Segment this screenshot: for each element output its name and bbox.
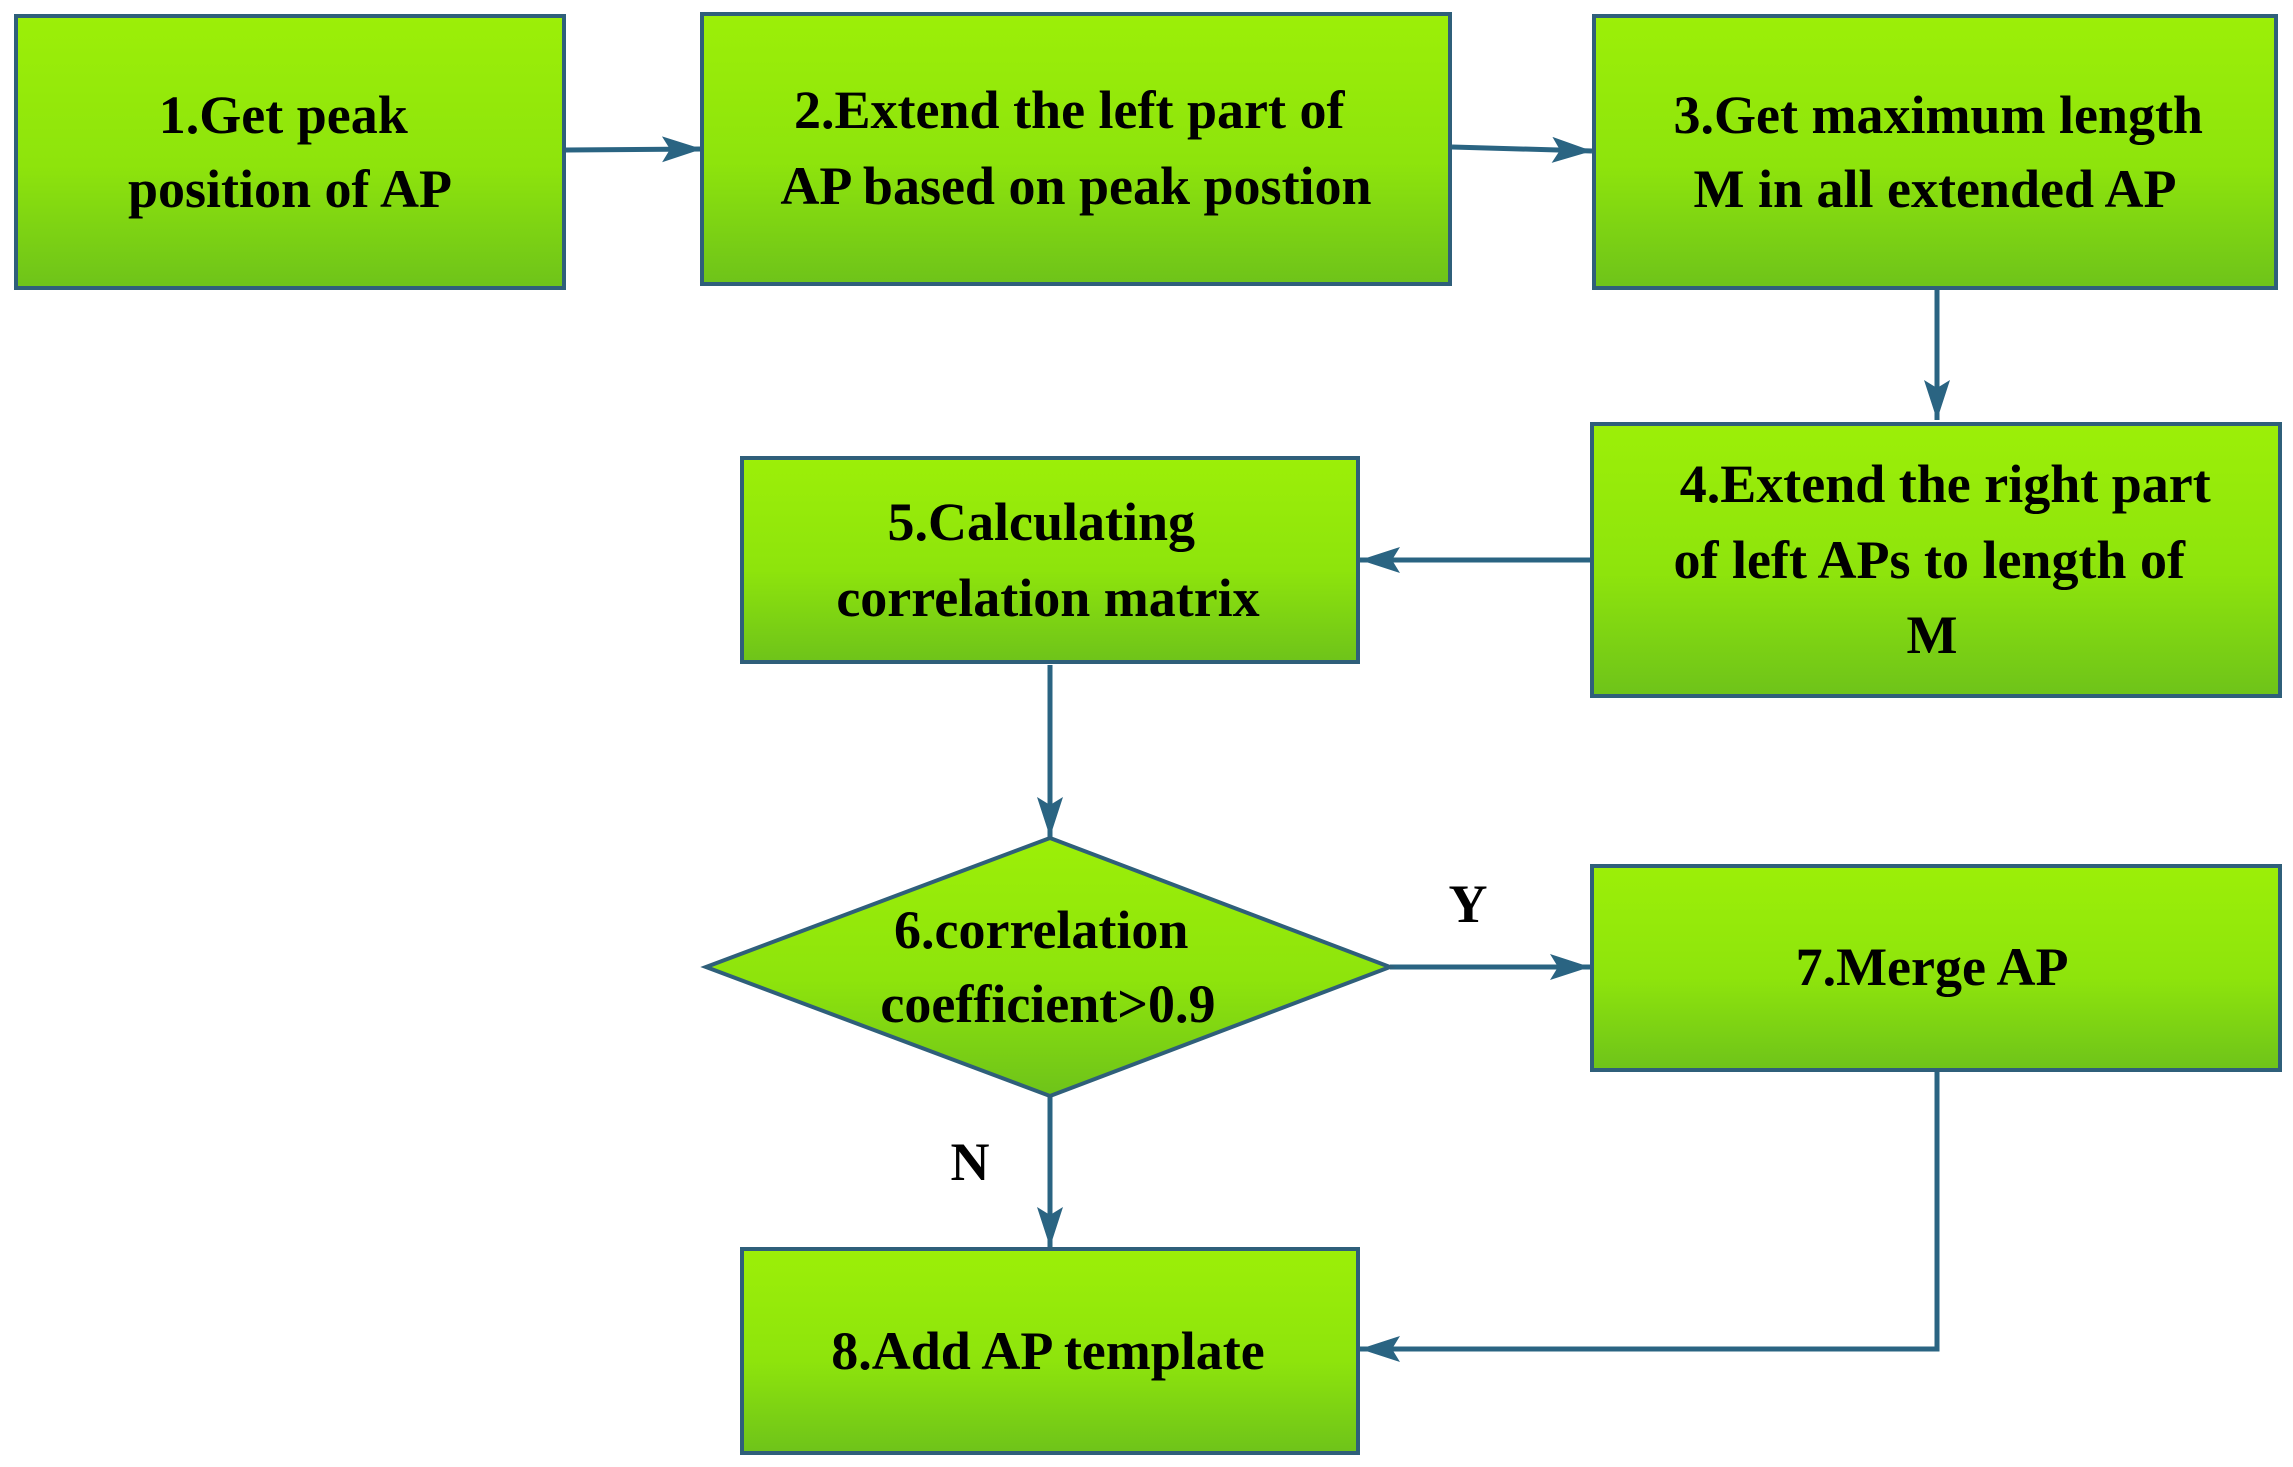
step-7-box: 7.Merge AP bbox=[1590, 864, 2282, 1072]
step-4-line-3: M bbox=[1907, 605, 1958, 665]
step-3-box: 3.Get maximum length M in all extended A… bbox=[1592, 14, 2278, 290]
step-3-line-1: 3.Get maximum length bbox=[1674, 85, 2203, 145]
step-8-box: 8.Add AP template bbox=[740, 1247, 1360, 1455]
svg-text:3.Get maximum length M i: 3.Get maximum length M in all extended A… bbox=[1674, 85, 2217, 219]
step-5-box: 5.Calculating correlation matrix bbox=[740, 456, 1360, 664]
step-6-line-1: 6.correlation bbox=[894, 900, 1188, 960]
step-4-box: 4.Extend the right part of left APs to l… bbox=[1590, 422, 2282, 698]
connectors bbox=[565, 136, 1950, 1362]
step-2-line-1: 2.Extend the left part of bbox=[794, 80, 1345, 140]
svg-text:8.Add AP template: 8.Add AP template bbox=[831, 1321, 1265, 1381]
step-2-line-2: AP based on peak postion bbox=[780, 156, 1371, 216]
edge-step1-step2 bbox=[565, 136, 703, 163]
svg-text:1.Get peak position of A: 1.Get peak position of AP bbox=[128, 85, 452, 219]
step-8-line-1: 8.Add AP template bbox=[831, 1321, 1265, 1381]
svg-text:5.Calculating correlatio: 5.Calculating correlation matrix bbox=[836, 492, 1259, 628]
edge-label-yes: Y bbox=[1449, 874, 1488, 934]
edge-label-no: N bbox=[951, 1132, 990, 1192]
step-1-line-2: position of AP bbox=[128, 159, 452, 219]
svg-text:4.Extend the right part: 4.Extend the right part of left APs to l… bbox=[1674, 454, 2225, 665]
step-1-line-1: 1.Get peak bbox=[159, 85, 408, 145]
step-6-line-2: coefficient>0.9 bbox=[880, 974, 1215, 1034]
step-4-line-2: of left APs to length of bbox=[1674, 530, 2186, 590]
svg-text:2.Extend the left part of: 2.Extend the left part of AP based on pe… bbox=[780, 80, 1371, 216]
edge-step7-step8 bbox=[1360, 1072, 1940, 1362]
step-3-line-2: M in all extended AP bbox=[1694, 159, 2177, 219]
step-4-line-1: 4.Extend the right part bbox=[1680, 454, 2211, 514]
step-1-box: 1.Get peak position of AP bbox=[14, 14, 566, 290]
step-5-line-1: 5.Calculating bbox=[887, 492, 1195, 552]
edge-step2-step3 bbox=[1451, 136, 1593, 163]
svg-text:6.correlation coefficien: 6.correlation coefficient>0.9 bbox=[880, 900, 1215, 1034]
svg-text:7.Merge AP: 7.Merge AP bbox=[1796, 937, 2069, 997]
step-2-box: 2.Extend the left part of AP based on pe… bbox=[700, 12, 1452, 286]
step-7-line-1: 7.Merge AP bbox=[1796, 937, 2069, 997]
step-6-decision: 6.correlation coefficient>0.9 bbox=[700, 835, 1396, 1099]
step-5-line-2: correlation matrix bbox=[836, 568, 1259, 628]
